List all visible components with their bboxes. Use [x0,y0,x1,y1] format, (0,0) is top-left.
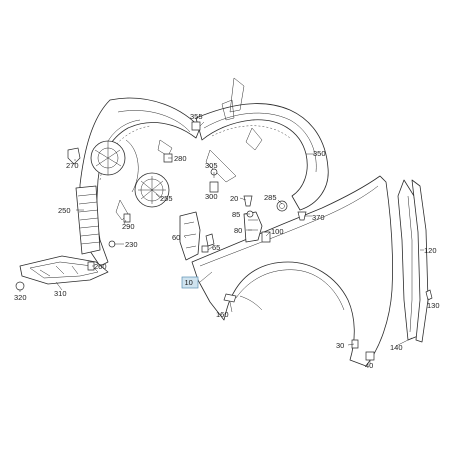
label-10[interactable]: 10 [185,278,193,287]
label-80[interactable]: 80 [234,226,242,235]
label-20[interactable]: 20 [230,194,238,203]
label-120[interactable]: 120 [424,246,437,255]
front-wheel-arch-liner [75,97,201,267]
liner-grille [75,185,101,255]
label-290[interactable]: 290 [122,222,135,231]
leader-lines [19,121,429,364]
liner-brake-cover [90,140,126,176]
splash-shield-310 [19,255,109,285]
label-270[interactable]: 270 [66,161,79,170]
label-60[interactable]: 60 [172,233,180,242]
label-100[interactable]: 100 [271,227,284,236]
label-310[interactable]: 310 [54,289,67,298]
label-320[interactable]: 320 [14,293,27,302]
label-255[interactable]: 255 [160,194,173,203]
label-280[interactable]: 280 [174,154,187,163]
label-130[interactable]: 130 [427,301,440,310]
fender-main [191,175,393,367]
part-255-cover [134,172,170,208]
fasteners [15,121,375,361]
label-40[interactable]: 40 [365,361,373,370]
label-285[interactable]: 285 [264,193,277,202]
bracket-80-100 [243,211,271,243]
label-350[interactable]: 350 [313,149,326,158]
label-65[interactable]: 65 [212,243,220,252]
label-250[interactable]: 250 [58,206,71,215]
label-355[interactable]: 355 [190,112,203,121]
label-305[interactable]: 305 [205,161,218,170]
seal-strip [397,179,433,343]
bracket-60 [179,211,215,261]
label-160[interactable]: 160 [216,310,229,319]
label-300[interactable]: 300 [205,192,218,201]
rear-wheel-arch-liner [195,77,329,211]
part-labels: 10 20 30 40 60 65 80 85 100 120 130 140 … [14,112,440,370]
label-140[interactable]: 140 [390,343,403,352]
label-30[interactable]: 30 [336,341,344,350]
label-370[interactable]: 370 [312,213,325,222]
label-85[interactable]: 85 [232,210,240,219]
label-260[interactable]: 260 [94,262,107,271]
highlight-box-10 [181,276,199,289]
label-230[interactable]: 230 [125,240,138,249]
